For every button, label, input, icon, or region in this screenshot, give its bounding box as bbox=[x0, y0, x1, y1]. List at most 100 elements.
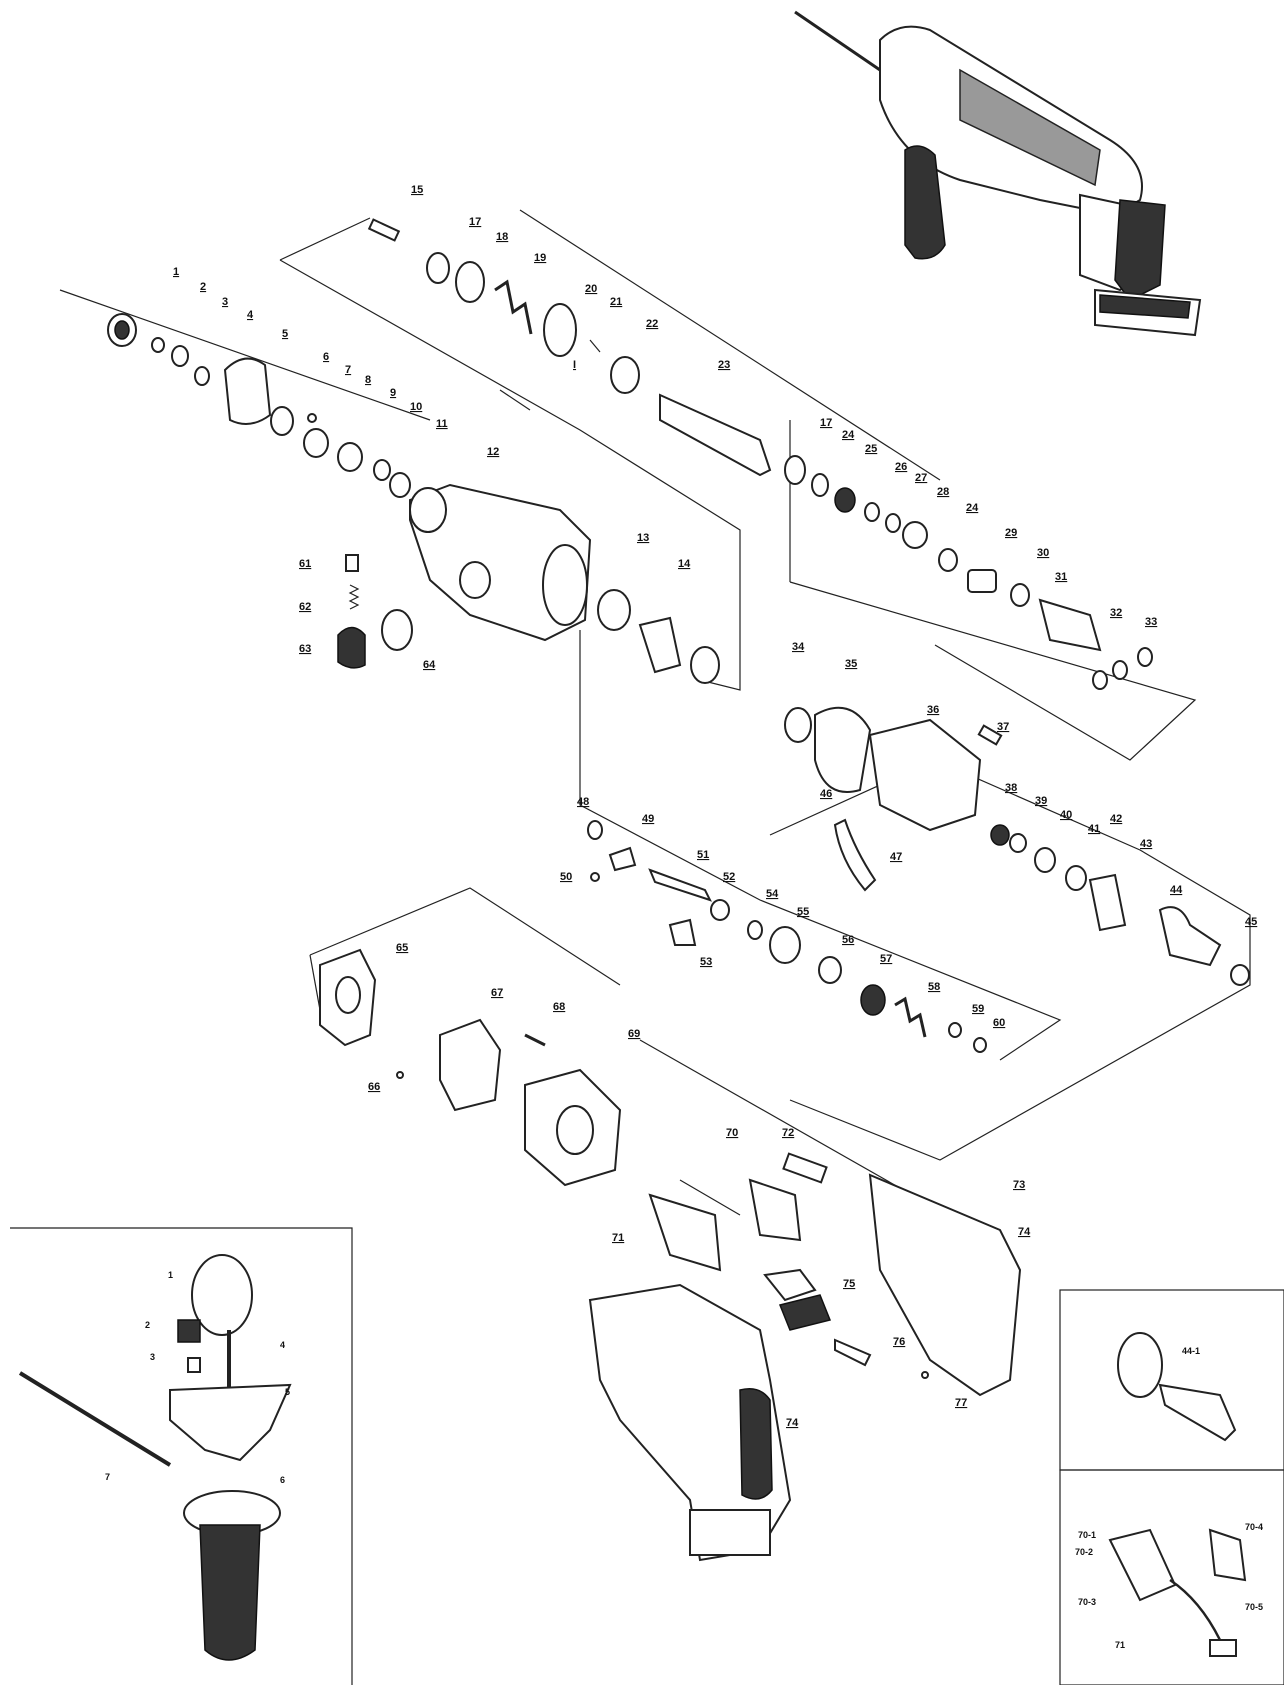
label-74b: 74 bbox=[786, 1417, 799, 1429]
label-60: 60 bbox=[993, 1017, 1005, 1029]
label-8: 8 bbox=[365, 374, 371, 386]
label-35: 35 bbox=[845, 658, 857, 670]
label-76: 76 bbox=[893, 1336, 905, 1348]
gearbox-parts bbox=[784, 706, 1250, 986]
label-55: 55 bbox=[797, 906, 809, 918]
label-15: 15 bbox=[411, 184, 423, 196]
mode-selector-parts bbox=[337, 554, 413, 669]
label-69: 69 bbox=[628, 1028, 640, 1040]
bearing-parts bbox=[597, 589, 720, 684]
label-46: 46 bbox=[820, 788, 832, 800]
label-48: 48 bbox=[577, 796, 589, 808]
label-65: 65 bbox=[396, 942, 408, 954]
label-37: 37 bbox=[997, 721, 1009, 733]
switch-label-70-4: 70-4 bbox=[1245, 1522, 1263, 1532]
label-54: 54 bbox=[766, 888, 779, 900]
label-23: 23 bbox=[718, 359, 730, 371]
label-40: 40 bbox=[1060, 809, 1072, 821]
label-11: 11 bbox=[436, 418, 448, 430]
label-17a: 17 bbox=[469, 216, 481, 228]
label-34: 34 bbox=[792, 641, 805, 653]
label-73: 73 bbox=[1013, 1179, 1025, 1191]
housing-half bbox=[588, 1283, 792, 1562]
label-71: 71 bbox=[612, 1232, 624, 1244]
label-57: 57 bbox=[880, 953, 892, 965]
label-31: 31 bbox=[1055, 571, 1067, 583]
label-25: 25 bbox=[865, 443, 877, 455]
chuck-parts bbox=[107, 313, 411, 498]
label-I: I bbox=[573, 359, 576, 371]
switch-housing-parts bbox=[648, 1152, 1022, 1397]
label-36: 36 bbox=[927, 704, 939, 716]
motor-parts bbox=[319, 948, 622, 1187]
label-14: 14 bbox=[678, 558, 691, 570]
label-42: 42 bbox=[1110, 813, 1122, 825]
handle-label-5: 5 bbox=[285, 1387, 290, 1397]
switch-label-70-3: 70-3 bbox=[1078, 1597, 1096, 1607]
label-59: 59 bbox=[972, 1003, 984, 1015]
label-49: 49 bbox=[642, 813, 654, 825]
label-52: 52 bbox=[723, 871, 735, 883]
label-4: 4 bbox=[247, 309, 254, 321]
assembly-axis-lines bbox=[59, 209, 1251, 1246]
shaft-parts bbox=[659, 393, 1153, 690]
gear-label-44-1: 44-1 bbox=[1182, 1346, 1200, 1356]
label-72: 72 bbox=[782, 1127, 794, 1139]
label-66: 66 bbox=[368, 1081, 380, 1093]
label-5: 5 bbox=[282, 328, 288, 340]
label-53: 53 bbox=[700, 956, 712, 968]
gear-housing bbox=[409, 483, 592, 642]
handle-label-1: 1 bbox=[168, 1270, 173, 1280]
label-68: 68 bbox=[553, 1001, 565, 1013]
upper-spindle-parts bbox=[367, 218, 640, 394]
label-20: 20 bbox=[585, 283, 597, 295]
handle-label-2: 2 bbox=[145, 1320, 150, 1330]
label-58: 58 bbox=[928, 981, 940, 993]
label-75: 75 bbox=[843, 1278, 855, 1290]
handle-label-7: 7 bbox=[105, 1472, 110, 1482]
label-56: 56 bbox=[842, 934, 854, 946]
label-22: 22 bbox=[646, 318, 658, 330]
side-handle-inset: 1 2 3 4 5 7 6 bbox=[10, 1227, 353, 1685]
label-21: 21 bbox=[610, 296, 622, 308]
label-7: 7 bbox=[345, 364, 351, 376]
label-24a: 24 bbox=[842, 429, 855, 441]
label-3: 3 bbox=[222, 296, 228, 308]
part-number-labels: 1 2 3 4 5 6 7 8 9 10 11 12 13 14 15 17 1… bbox=[173, 184, 1257, 1429]
label-27: 27 bbox=[915, 472, 927, 484]
label-64: 64 bbox=[423, 659, 436, 671]
label-61: 61 bbox=[299, 558, 311, 570]
assembled-hammer-drill bbox=[794, 10, 1202, 337]
label-39: 39 bbox=[1035, 795, 1047, 807]
label-30: 30 bbox=[1037, 547, 1049, 559]
label-74a: 74 bbox=[1018, 1226, 1031, 1238]
switch-label-70-1: 70-1 bbox=[1078, 1530, 1096, 1540]
label-45: 45 bbox=[1245, 916, 1257, 928]
label-63: 63 bbox=[299, 643, 311, 655]
label-13: 13 bbox=[637, 532, 649, 544]
label-44: 44 bbox=[1170, 884, 1183, 896]
label-70: 70 bbox=[726, 1127, 738, 1139]
label-24b: 24 bbox=[966, 502, 979, 514]
label-41: 41 bbox=[1088, 823, 1100, 835]
label-77: 77 bbox=[955, 1397, 967, 1409]
label-28: 28 bbox=[937, 486, 949, 498]
label-6: 6 bbox=[323, 351, 329, 363]
gear-inset: 44-1 bbox=[1059, 1289, 1284, 1471]
label-38: 38 bbox=[1005, 782, 1017, 794]
label-33: 33 bbox=[1145, 616, 1157, 628]
label-10: 10 bbox=[410, 401, 422, 413]
label-2: 2 bbox=[200, 281, 206, 293]
label-12: 12 bbox=[487, 446, 499, 458]
label-18: 18 bbox=[496, 231, 508, 243]
label-32: 32 bbox=[1110, 607, 1122, 619]
label-29: 29 bbox=[1005, 527, 1017, 539]
label-51: 51 bbox=[697, 849, 709, 861]
label-26: 26 bbox=[895, 461, 907, 473]
switch-label-70-5: 70-5 bbox=[1245, 1602, 1263, 1612]
label-19: 19 bbox=[534, 252, 546, 264]
label-9: 9 bbox=[390, 387, 396, 399]
label-62: 62 bbox=[299, 601, 311, 613]
handle-label-4: 4 bbox=[280, 1340, 285, 1350]
